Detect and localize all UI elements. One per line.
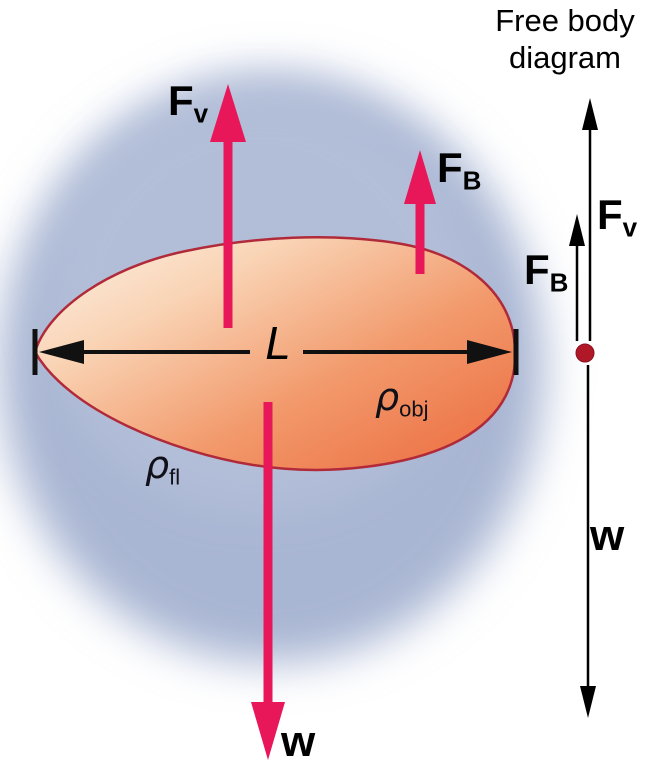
- fbd-title-line2: diagram: [509, 40, 621, 75]
- fbd-buoyant-arrowhead: [569, 214, 585, 246]
- weight-label: w: [281, 720, 315, 764]
- fbd-buoyant-force-symbol: F: [524, 246, 550, 293]
- length-symbol: L: [265, 317, 291, 369]
- fbd-weight-arrowhead: [580, 686, 596, 718]
- free-body-diagram-arrows: [569, 98, 598, 718]
- fbd-viscous-force-subscript: v: [622, 212, 638, 243]
- viscous-force-arrow: [210, 84, 246, 328]
- fbd-viscous-force-symbol: F: [597, 191, 623, 238]
- fbd-weight-symbol: w: [590, 511, 625, 560]
- length-arrowhead-right: [467, 340, 512, 364]
- object-density-subscript: obj: [399, 396, 429, 422]
- length-label: L: [256, 320, 300, 366]
- fbd-buoyant-force-label: FB: [524, 246, 569, 298]
- fbd-viscous-arrowhead: [582, 98, 598, 130]
- viscous-force-subscript: v: [193, 98, 209, 129]
- length-arrowhead-left: [39, 340, 84, 364]
- buoyant-force-subscript: B: [462, 165, 482, 196]
- object-density-symbol: ρ: [375, 375, 400, 419]
- fbd-title-line1: Free body: [495, 3, 635, 38]
- fbd-point-mass-dot: [575, 343, 595, 363]
- viscous-force-label: Fv: [168, 77, 209, 129]
- fluid-density-subscript: fl: [169, 464, 181, 490]
- fluid-density-symbol: ρ: [145, 443, 170, 487]
- fbd-buoyant-force-subscript: B: [549, 267, 569, 298]
- weight-arrow: [251, 402, 285, 760]
- buoyant-force-label: FB: [437, 144, 482, 196]
- object-density-label: ρobj: [375, 378, 428, 421]
- length-dimension: [32, 329, 519, 375]
- viscous-force-symbol: F: [168, 77, 194, 124]
- buoyant-force-arrow: [404, 150, 436, 274]
- fbd-weight-label: w: [590, 514, 624, 558]
- fluid-density-label: ρfl: [145, 446, 180, 489]
- fbd-viscous-force-label: Fv: [597, 191, 638, 243]
- weight-symbol: w: [281, 717, 316, 766]
- buoyant-force-symbol: F: [437, 144, 463, 191]
- free-body-diagram-title: Free body diagram: [478, 2, 652, 76]
